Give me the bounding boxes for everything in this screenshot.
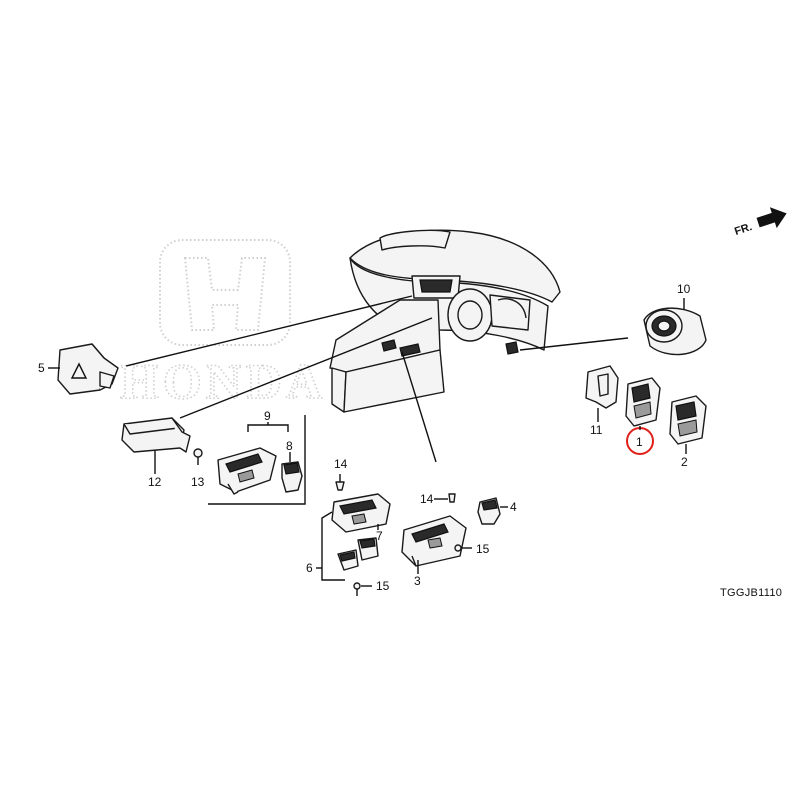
- honda-watermark: HONDA: [119, 239, 326, 410]
- leader-12: [179, 317, 433, 419]
- part-4-switch[interactable]: [477, 497, 501, 525]
- callout-5: 5: [38, 361, 45, 375]
- callout-7: 7: [376, 529, 383, 543]
- bracket-9-8: [208, 415, 306, 505]
- part-3-switch-panel[interactable]: [401, 515, 467, 567]
- callout-15-right: 15: [476, 542, 490, 556]
- callout-11: 11: [590, 423, 603, 437]
- leader-5: [125, 295, 413, 367]
- callout-4: 4: [510, 500, 517, 514]
- part-15-screw-left[interactable]: [353, 582, 361, 596]
- callout-1: 1: [636, 435, 643, 449]
- callout-10: 10: [677, 282, 691, 296]
- callout-12: 12: [148, 475, 162, 489]
- front-arrow-icon: [756, 207, 787, 229]
- callout-9: 9: [264, 409, 271, 423]
- bracket-6: [321, 511, 345, 581]
- part-6-switch-left[interactable]: [337, 549, 359, 571]
- front-direction-indicator: FR.: [733, 207, 787, 238]
- callout-2: 2: [681, 455, 688, 469]
- dashboard-assembly: [329, 229, 561, 413]
- part-14-screw-upper[interactable]: [335, 474, 345, 491]
- callout-14-upper: 14: [334, 457, 348, 471]
- leader-right: [519, 337, 629, 351]
- callout-13: 13: [191, 475, 205, 489]
- part-2-switch[interactable]: [669, 395, 707, 445]
- diagram-reference-code: TGGJB1110: [720, 587, 782, 599]
- part-14-screw-lower[interactable]: [448, 493, 456, 503]
- watermark-text: HONDA: [120, 353, 326, 409]
- part-6-switch-right[interactable]: [357, 537, 379, 561]
- front-label: FR.: [733, 221, 754, 238]
- part-7-switch-panel[interactable]: [331, 493, 391, 533]
- part-13-screw[interactable]: [193, 448, 203, 465]
- callout-8: 8: [286, 439, 293, 453]
- part-1-switch[interactable]: [625, 377, 661, 427]
- part-8-switch[interactable]: [281, 461, 303, 493]
- hazard-triangle-icon: [70, 362, 88, 379]
- callout-14-lower: 14: [420, 492, 434, 506]
- callout-15-left: 15: [376, 579, 390, 593]
- part-15-screw-right[interactable]: [454, 544, 462, 552]
- part-12-switch-panel[interactable]: [121, 417, 191, 453]
- part-10-engine-start-button[interactable]: [643, 307, 707, 356]
- part-11-bracket[interactable]: [585, 365, 619, 409]
- part-5-hazard-switch[interactable]: [57, 343, 119, 395]
- leader-3: [401, 351, 437, 463]
- callout-6: 6: [306, 561, 313, 575]
- callout-3: 3: [414, 574, 421, 588]
- part-9-switch-assembly[interactable]: [217, 447, 277, 495]
